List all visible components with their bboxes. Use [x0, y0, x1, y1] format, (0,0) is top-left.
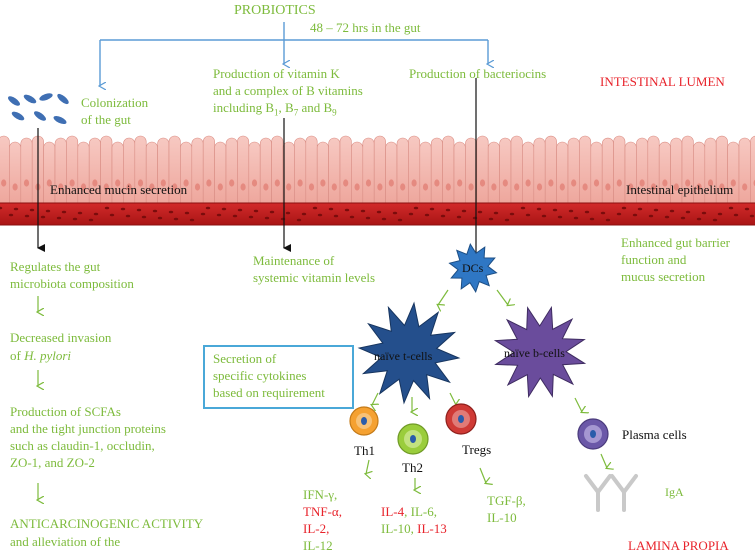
colonization-line2: of the gut: [81, 112, 131, 127]
microbiota-line1: Regulates the gut: [10, 259, 101, 274]
th2-cytokines-line2: IL-10, IL-13: [381, 521, 447, 536]
bacteria-icon: [8, 93, 69, 125]
barrier-line3: mucus secretion: [621, 269, 706, 284]
cytokine-box-line3: based on requirement: [213, 385, 325, 400]
black-arrows: [37, 78, 483, 260]
green-arrows: [38, 289, 607, 500]
tregs-cytokine-2: IL-10: [487, 510, 517, 525]
probiotics-title: PROBIOTICS: [234, 3, 316, 18]
lamina-propia-label: LAMINA PROPIA: [628, 538, 729, 553]
cytokine-box-line1: Secretion of: [213, 351, 277, 366]
th1-cytokine-1: IFN-γ,: [303, 487, 338, 502]
intestinal-epithelium-label: Intestinal epithelium: [626, 182, 734, 197]
mucin-label: Enhanced mucin secretion: [50, 182, 188, 197]
scfa-line2: and the tight junction proteins: [10, 421, 166, 436]
th1-cell-icon: [349, 406, 379, 436]
bacteriocins-label: Production of bacteriocins: [409, 66, 547, 81]
vitamin-line2: and a complex of B vitamins: [213, 83, 363, 98]
alleviation-label: and alleviation of the: [10, 534, 121, 549]
scfa-line3: such as claudin-1, occludin,: [10, 438, 155, 453]
tregs-cell-icon: [445, 403, 477, 435]
vitamin-line1: Production of vitamin K: [213, 66, 340, 81]
vitamin-levels-line1: Maintenance of: [253, 253, 335, 268]
cytokine-box: Secretion of specific cytokines based on…: [203, 345, 354, 409]
microbiota-line2: microbiota composition: [10, 276, 134, 291]
scfa-line1: Production of SCFAs: [10, 404, 121, 419]
th2-cell-icon: [397, 423, 429, 455]
anticarcinogenic-label: ANTICARCINOGENIC ACTIVITY: [10, 516, 204, 531]
plasma-cells-label: Plasma cells: [622, 427, 687, 442]
iga-antibody-icon: [584, 474, 638, 512]
th1-label: Th1: [354, 443, 375, 458]
plasma-cell-icon: [577, 418, 609, 450]
vitamin-levels-line2: systemic vitamin levels: [253, 270, 376, 285]
barrier-line2: function and: [621, 252, 687, 267]
vitamin-line3: including B1, B7 and B9: [213, 100, 337, 118]
th2-cytokines-line1: IL-4, IL-6,: [381, 504, 437, 519]
dcs-cell-icon: [448, 243, 498, 293]
naive-b-cells-label: naïve b-cells: [504, 346, 565, 360]
pylori-line1: Decreased invasion: [10, 330, 112, 345]
scfa-line4: ZO-1, and ZO-2: [10, 455, 95, 470]
intestinal-villi: [0, 135, 755, 204]
blood-vessel-band: [0, 202, 755, 226]
tregs-label: Tregs: [462, 442, 492, 457]
dcs-label: DCs: [462, 261, 484, 275]
duration-label: 48 – 72 hrs in the gut: [310, 20, 421, 35]
th1-cytokine-2: TNF-α,: [303, 504, 342, 519]
th1-cytokine-3: IL-2,: [303, 521, 330, 536]
tregs-cytokine-1: TGF-β,: [487, 493, 526, 508]
cytokine-box-line2: specific cytokines: [213, 368, 307, 383]
probiotics-bracket: [100, 22, 488, 86]
th1-cytokine-4: IL-12: [303, 538, 333, 553]
colonization-line1: Colonization: [81, 95, 149, 110]
naive-b-cells-icon: [493, 305, 587, 399]
intestinal-lumen-label: INTESTINAL LUMEN: [600, 74, 725, 89]
naive-t-cells-icon: [357, 301, 461, 405]
barrier-line1: Enhanced gut barrier: [621, 235, 731, 250]
pylori-line2: of H. pylori: [10, 348, 72, 363]
naive-t-cells-label: naïve t-cells: [374, 349, 433, 363]
th2-label: Th2: [402, 460, 423, 475]
iga-label: IgA: [665, 485, 684, 499]
